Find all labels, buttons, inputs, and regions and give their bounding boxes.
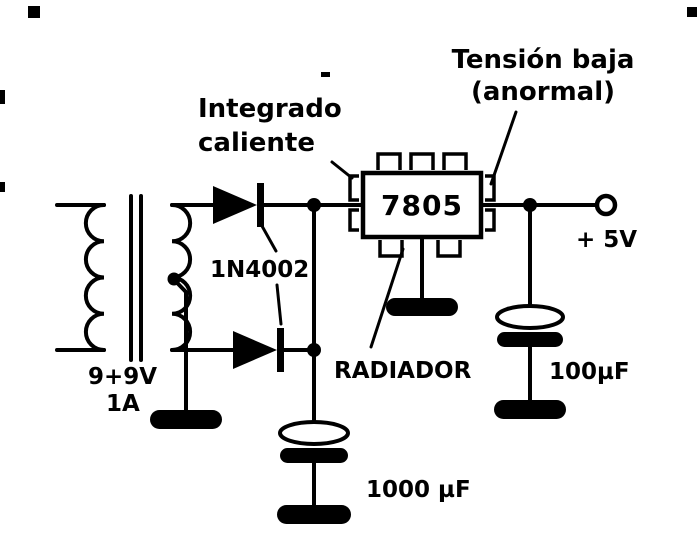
cap2-top-plate <box>495 304 565 330</box>
ic-pin-right-1 <box>485 174 496 202</box>
ground-symbols <box>150 400 566 524</box>
label-transformer-voltage: 9+9V <box>88 364 157 390</box>
callout-line-diode2 <box>275 283 283 326</box>
primary-coil <box>83 203 106 352</box>
scan-artifact <box>0 90 5 104</box>
ic-pin-left-1 <box>348 174 359 202</box>
ground-cap1 <box>277 505 351 524</box>
ic-pin-top-2 <box>409 152 435 170</box>
ic-pin-bottom-1 <box>378 240 404 258</box>
ground-center-tap <box>150 410 222 429</box>
ic-pin-bottom-2 <box>436 240 462 258</box>
capacitor-100uf <box>495 304 565 347</box>
diode2-cathode-bar <box>277 328 284 372</box>
label-output-capacitor: 100µF <box>549 359 630 385</box>
ic-7805-label: 7805 <box>381 189 463 222</box>
label-hot-ic-line1: Integrado <box>198 94 342 124</box>
labels: Tensión baja (anormal) Integrado calient… <box>88 45 637 503</box>
callout-line-diode1 <box>260 224 278 253</box>
transformer <box>83 194 193 362</box>
junction-dot-center-tap <box>167 272 181 286</box>
ic-pins <box>348 152 496 258</box>
ic-pin-top-1 <box>376 152 402 170</box>
callout-line-hot-ic <box>330 160 354 180</box>
cap1-bottom-plate <box>280 448 348 463</box>
junction-dot <box>307 198 321 212</box>
diode1-cathode-bar <box>257 183 264 227</box>
cap1-top-plate <box>278 420 350 446</box>
scan-artifact <box>0 182 5 192</box>
label-transformer-current: 1A <box>106 391 140 417</box>
callout-lines <box>260 110 518 349</box>
scan-artifacts <box>0 6 697 192</box>
rectifier-diodes <box>213 183 284 372</box>
label-output-voltage: + 5V <box>576 227 637 253</box>
cap2-bottom-plate <box>497 332 563 347</box>
label-heatsink: RADIADOR <box>334 358 472 384</box>
scan-artifact <box>321 72 330 77</box>
ic-pin-right-2 <box>485 208 496 232</box>
junction-dot <box>307 343 321 357</box>
scan-artifact <box>687 7 697 17</box>
scan-artifact <box>28 6 40 18</box>
output-terminal-circle <box>594 193 618 217</box>
capacitor-1000uf <box>278 420 350 463</box>
ic-pin-left-2 <box>348 208 359 232</box>
label-low-voltage-line1: Tensión baja <box>452 45 635 75</box>
callout-line-low-voltage <box>489 110 518 186</box>
label-filter-capacitor: 1000 µF <box>366 477 471 503</box>
ic-body <box>360 170 484 240</box>
junction-dots <box>167 198 537 357</box>
ic-pin-top-3 <box>442 152 468 170</box>
label-hot-ic-line2: caliente <box>198 128 315 158</box>
heatsink <box>386 298 458 316</box>
diode1-triangle <box>213 186 257 224</box>
output-terminal <box>594 193 618 217</box>
diode2-triangle <box>233 331 277 369</box>
heatsink-bar <box>386 298 458 316</box>
junction-dot <box>523 198 537 212</box>
callout-line-heatsink <box>369 247 405 349</box>
ground-cap2 <box>494 400 566 419</box>
label-low-voltage-line2: (anormal) <box>471 77 615 107</box>
ic-7805: 7805 <box>348 152 496 258</box>
label-diode-part: 1N4002 <box>210 257 309 283</box>
